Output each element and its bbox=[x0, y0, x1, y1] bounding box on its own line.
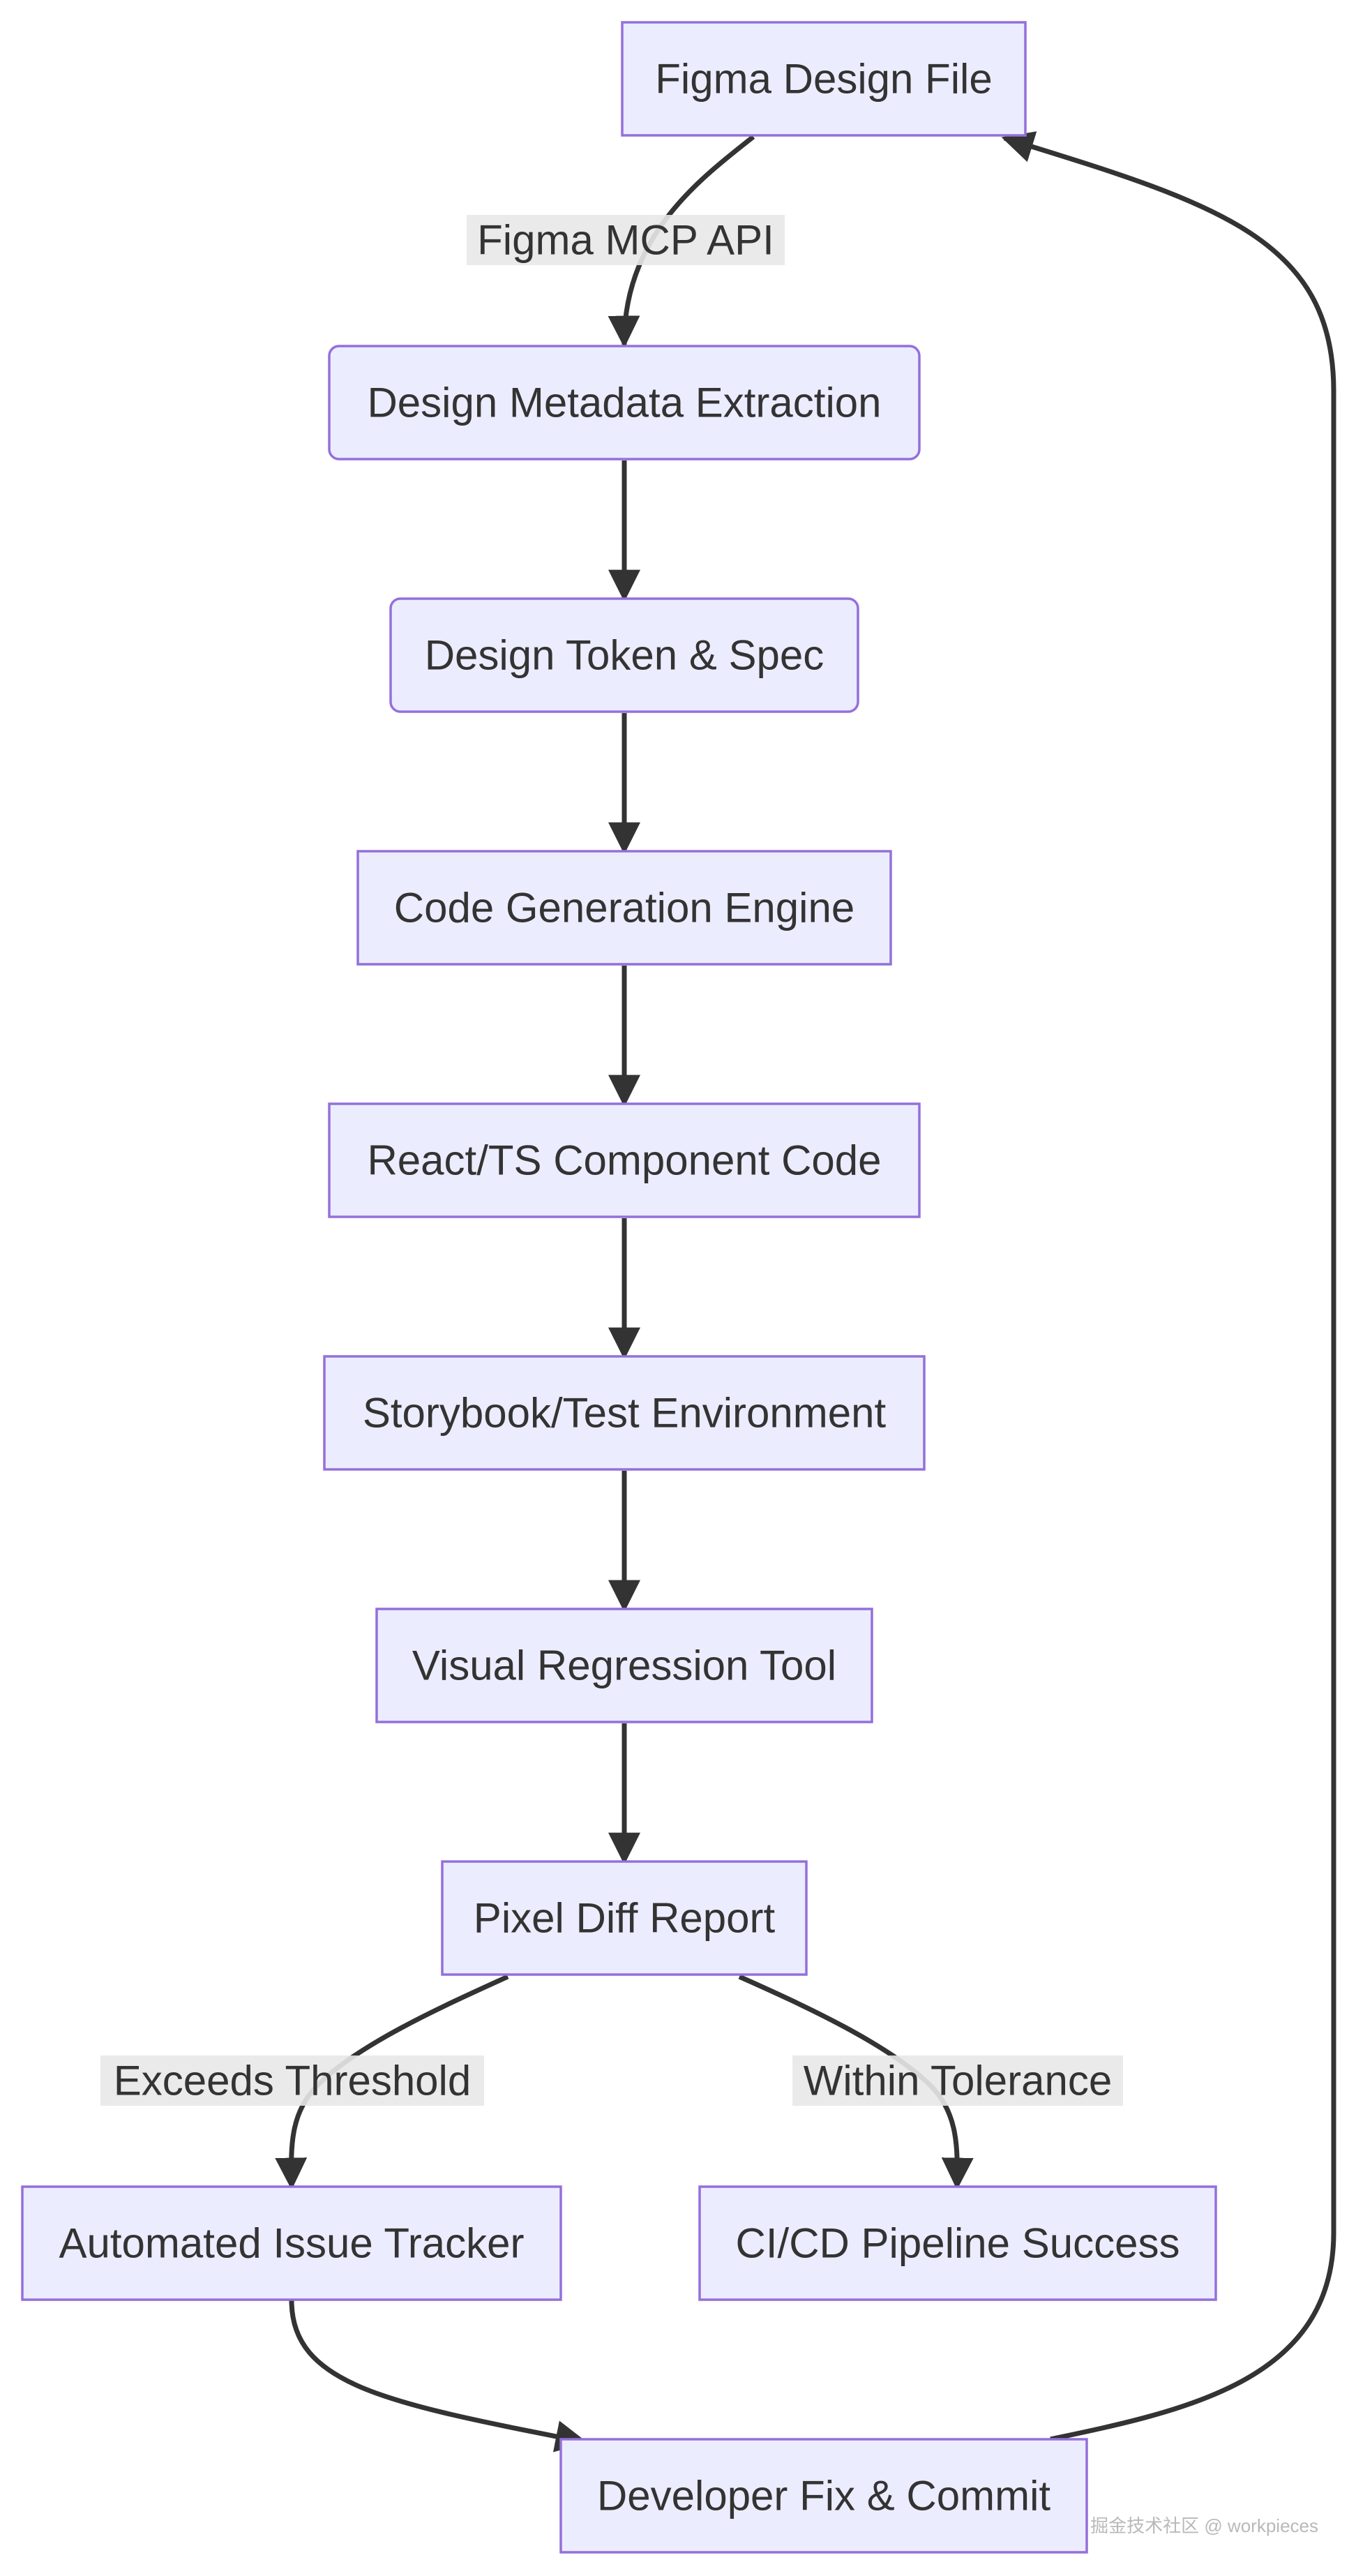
edge-label-text: Figma MCP API bbox=[477, 217, 774, 264]
node-box bbox=[21, 2185, 562, 2301]
edge-label-figma-mcp-api: Figma MCP API bbox=[467, 215, 785, 265]
edge-label-text: Within Tolerance bbox=[804, 2058, 1112, 2104]
node-visual-regression-tool[interactable]: Visual Regression Tool bbox=[375, 1608, 873, 1723]
node-figma-design-file[interactable]: Figma Design File bbox=[621, 21, 1027, 137]
node-design-metadata-extraction[interactable]: Design Metadata Extraction bbox=[328, 345, 921, 460]
node-box bbox=[441, 1860, 808, 1976]
node-label: Figma Design File bbox=[655, 56, 993, 103]
edge-label-exceeds-threshold: Exceeds Threshold bbox=[100, 2055, 484, 2106]
node-box bbox=[698, 2185, 1217, 2301]
node-box bbox=[356, 850, 892, 966]
node-label: Developer Fix & Commit bbox=[597, 2473, 1050, 2519]
node-code-generation-engine[interactable]: Code Generation Engine bbox=[356, 850, 892, 966]
node-design-token-spec[interactable]: Design Token & Spec bbox=[389, 597, 859, 713]
node-label: CI/CD Pipeline Success bbox=[736, 2220, 1180, 2267]
node-box bbox=[389, 597, 859, 713]
node-developer-fix-commit[interactable]: Developer Fix & Commit bbox=[559, 2438, 1088, 2554]
node-ci-cd-pipeline-success[interactable]: CI/CD Pipeline Success bbox=[698, 2185, 1217, 2301]
node-box bbox=[328, 345, 921, 460]
edge-label-background bbox=[100, 2055, 484, 2106]
node-label: Code Generation Engine bbox=[394, 885, 854, 931]
node-label: Automated Issue Tracker bbox=[59, 2220, 525, 2267]
edge-labels: Figma MCP API Exceeds Threshold Within T… bbox=[100, 215, 1123, 2106]
edge-developer-fix-to-figma bbox=[1001, 131, 1336, 2442]
node-label: React/TS Component Code bbox=[367, 1137, 881, 1184]
node-box bbox=[621, 21, 1027, 137]
node-box bbox=[328, 1102, 921, 1218]
edge-label-within-tolerance: Within Tolerance bbox=[792, 2055, 1123, 2106]
node-label: Design Token & Spec bbox=[425, 632, 824, 679]
edge-issue-tracker-to-developer-fix bbox=[289, 2300, 588, 2453]
node-storybook-test-environment[interactable]: Storybook/Test Environment bbox=[323, 1355, 926, 1471]
node-react-ts-component-code[interactable]: React/TS Component Code bbox=[328, 1102, 921, 1218]
node-label: Pixel Diff Report bbox=[474, 1895, 776, 1942]
node-label: Visual Regression Tool bbox=[412, 1642, 836, 1689]
node-pixel-diff-report[interactable]: Pixel Diff Report bbox=[441, 1860, 808, 1976]
node-label: Storybook/Test Environment bbox=[363, 1390, 887, 1437]
node-label: Design Metadata Extraction bbox=[367, 380, 881, 426]
watermark-text: 掘金技术社区 @ workpieces bbox=[1090, 2515, 1318, 2536]
nodes: Figma Design File Design Metadata Extrac… bbox=[21, 21, 1217, 2554]
edge-label-background bbox=[467, 215, 785, 265]
edge-label-background bbox=[792, 2055, 1123, 2106]
node-box bbox=[375, 1608, 873, 1723]
node-automated-issue-tracker[interactable]: Automated Issue Tracker bbox=[21, 2185, 562, 2301]
edge-figma-to-metadata bbox=[608, 135, 755, 348]
edge-label-text: Exceeds Threshold bbox=[114, 2058, 472, 2104]
node-box bbox=[559, 2438, 1088, 2554]
node-box bbox=[323, 1355, 926, 1471]
